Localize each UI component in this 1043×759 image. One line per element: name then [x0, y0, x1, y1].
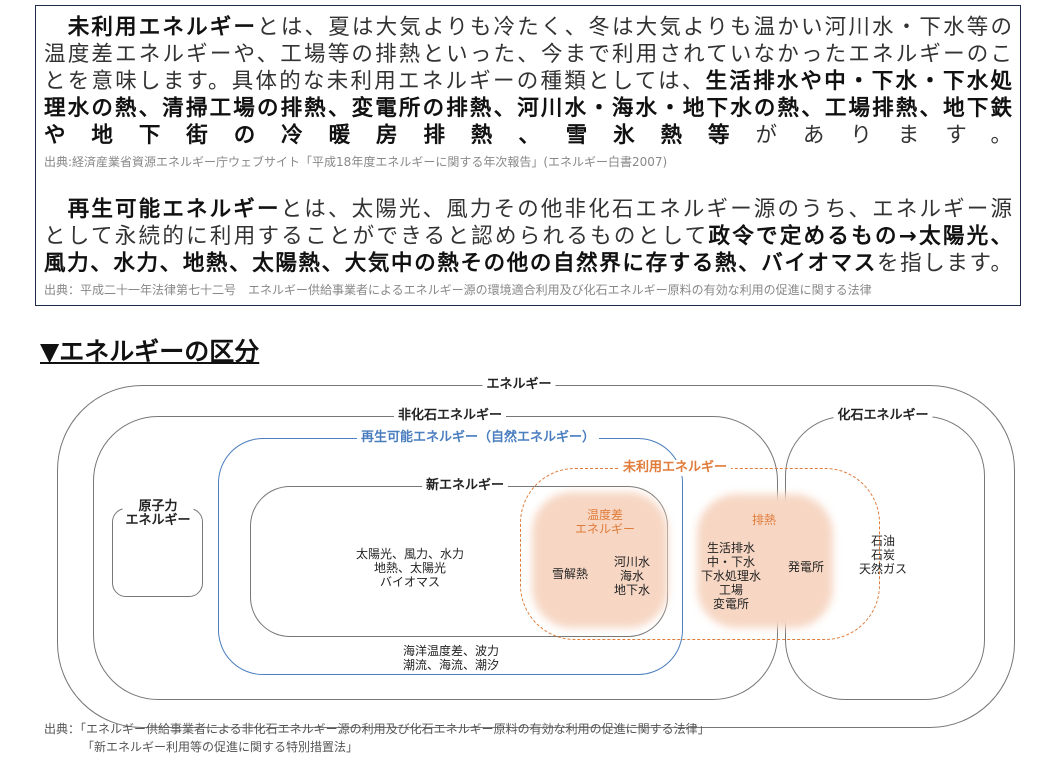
definition-line: 温度差エネルギーや、工場等の排熱といった、今まで利用されていなかったエネルギーの…: [44, 41, 1012, 68]
nuclear-label: 原子力 エネルギー: [122, 500, 194, 528]
bold-term: 生活排水や中・下水・下水処: [705, 69, 1012, 94]
section-heading: ▼エネルギーの区分: [40, 337, 260, 366]
text-segment: とを意味します。具体的な未利用エネルギーの種類としては、: [44, 69, 706, 94]
definition-line: として永続的に利用することができると認められるものとして政令で定めるもの→太陽光…: [44, 223, 1012, 250]
new-energy-label: 新エネルギー: [421, 478, 509, 494]
bold-term: や地下街の冷暖房排熱、雪氷熱等: [44, 123, 756, 148]
non-fossil-label: 非化石エネルギー: [393, 408, 507, 424]
text-segment: として永続的に利用することができると認められるものとして: [44, 224, 709, 249]
text-segment: があります。: [755, 123, 1012, 148]
waste-heat-items: 生活排水 中・下水 下水処理水 工場 変電所: [700, 541, 762, 611]
waste-heat-highlight: [697, 494, 833, 628]
power-plant: 発電所: [787, 560, 825, 574]
energy-label: エネルギー: [482, 377, 556, 393]
bold-term: 政令で定めるもの→太陽光、: [708, 224, 1012, 249]
footer-source-2: 「新エネルギー利用等の促進に関する特別措置法」: [82, 740, 359, 754]
bold-term: 未利用エネルギー: [67, 15, 258, 40]
definition-line: 未利用エネルギーとは、夏は大気よりも冷たく、冬は大気よりも温かい河川水・下水等の: [44, 14, 1012, 41]
bold-term: 理水の熱、清掃工場の排熱、変電所の排熱、河川水・海水・地下水の熱、工場排熱、地下…: [44, 96, 1012, 121]
new-energy-items: 太陽光、風力、水力 地熱、太陽光 バイオマス: [355, 547, 465, 589]
water-sources: 河川水 海水 地下水: [613, 555, 651, 597]
waste-heat-label: 排熱: [751, 513, 777, 527]
text-segment: [44, 197, 68, 222]
renewable-label: 再生可能エネルギー（自然エネルギー）: [356, 430, 600, 446]
text-segment: とは、太陽光、風力その他非化石エネルギー源のうち、エネルギー源: [280, 197, 1012, 222]
source-note-2: 出典：平成二十一年法律第七十二号 エネルギー供給事業者によるエネルギー源の環境適…: [44, 283, 872, 297]
definition-line: や地下街の冷暖房排熱、雪氷熱等があります。: [44, 122, 1012, 149]
renewable-items: 海洋温度差、波力 潮流、海流、潮汐: [402, 644, 500, 672]
source-note-1: 出典:経済産業省資源エネルギー庁ウェブサイト「平成18年度エネルギーに関する年次…: [44, 155, 668, 169]
definition-line: 再生可能エネルギーとは、太陽光、風力その他非化石エネルギー源のうち、エネルギー源: [44, 196, 1012, 223]
text-segment: 温度差エネルギーや、工場等の排熱といった、今まで利用されていなかったエネルギーの…: [44, 42, 1012, 67]
definitions-box: 未利用エネルギーとは、夏は大気よりも冷たく、冬は大気よりも温かい河川水・下水等の…: [35, 5, 1021, 306]
snow-heat: 雪解熱: [551, 567, 589, 581]
definition-line: 理水の熱、清掃工場の排熱、変電所の排熱、河川水・海水・地下水の熱、工場排熱、地下…: [44, 95, 1012, 122]
fossil-items: 石油 石炭 天然ガス: [858, 534, 908, 576]
text-segment: [44, 15, 68, 40]
bold-term: 再生可能エネルギー: [67, 197, 281, 222]
definition-line: とを意味します。具体的な未利用エネルギーの種類としては、生活排水や中・下水・下水…: [44, 68, 1012, 95]
bold-term: 風力、水力、地熱、太陽熱、大気中の熱その他の自然界に存する熱、バイオマス: [44, 251, 877, 276]
temp-diff-label: 温度差 エネルギー: [574, 508, 636, 536]
fossil-label: 化石エネルギー: [833, 408, 933, 424]
text-segment: とは、夏は大気よりも冷たく、冬は大気よりも温かい河川水・下水等の: [257, 15, 1012, 40]
text-segment: を指します。: [876, 251, 1012, 276]
footer-source-1: 出典：「エネルギー供給事業者による非化石エネルギー源の利用及び化石エネルギー原料…: [44, 722, 710, 736]
definition-line: 風力、水力、地熱、太陽熱、大気中の熱その他の自然界に存する熱、バイオマスを指しま…: [44, 250, 1012, 277]
unused-energy-label: 未利用エネルギー: [618, 460, 732, 476]
